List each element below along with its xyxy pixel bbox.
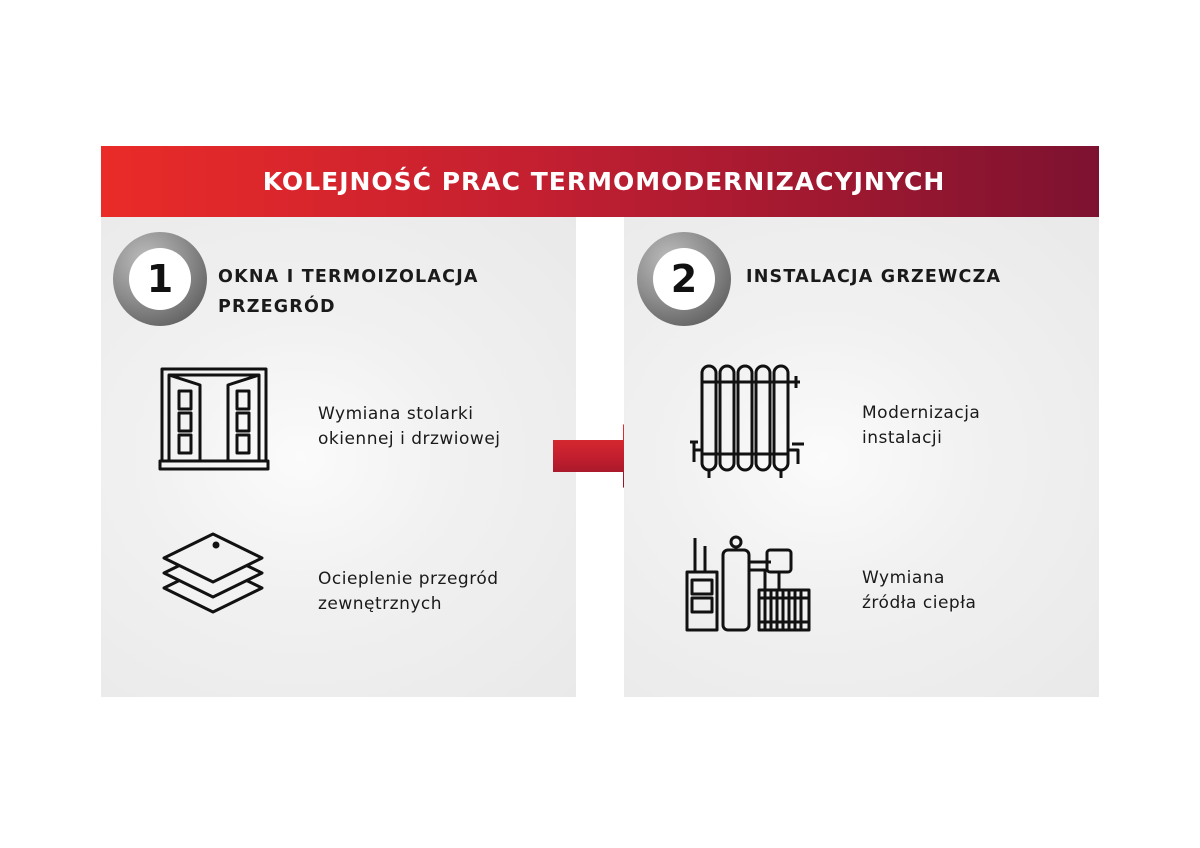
radiator-icon bbox=[690, 364, 804, 478]
item-boiler-text: Wymiana źródła ciepła bbox=[862, 568, 977, 613]
boiler-icon bbox=[685, 535, 811, 632]
header-banner: KOLEJNOŚĆ PRAC TERMOMODERNIZACYJNYCH bbox=[101, 146, 1099, 217]
step-1-number: 1 bbox=[129, 248, 191, 310]
step-2-number: 2 bbox=[653, 248, 715, 310]
item-window-text: Wymiana stolarki okiennej i drzwiowej bbox=[318, 404, 501, 449]
step-1-title: OKNA I TERMOIZOLACJA PRZEGRÓD bbox=[218, 267, 479, 317]
step-1-badge: 1 bbox=[113, 232, 207, 326]
step-2-title: INSTALACJA GRZEWCZA bbox=[746, 267, 1002, 287]
layers-icon bbox=[162, 532, 264, 614]
step-2-badge: 2 bbox=[637, 232, 731, 326]
window-icon bbox=[158, 367, 270, 471]
page-title: KOLEJNOŚĆ PRAC TERMOMODERNIZACYJNYCH bbox=[262, 167, 946, 196]
item-layers-text: Ocieplenie przegród zewnętrznych bbox=[318, 569, 499, 614]
item-radiator-text: Modernizacja instalacji bbox=[862, 403, 981, 448]
